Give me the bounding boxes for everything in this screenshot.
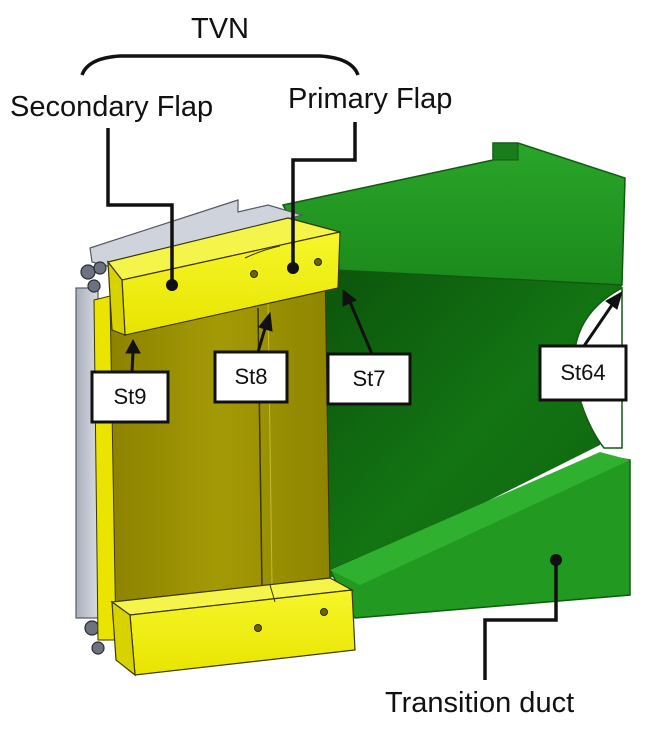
transition-duct [281, 142, 631, 619]
st64-box [538, 344, 628, 402]
st9-label: St9 [113, 384, 146, 409]
tvn-group-label: TVN [80, 13, 360, 76]
station-st64: St64 [538, 344, 628, 402]
st64-arrow-head [605, 290, 623, 310]
station-st7: St7 [326, 352, 412, 406]
secondary-flap-marker [166, 279, 178, 291]
st9-arrow-head [125, 338, 141, 354]
rail-bolt [87, 279, 101, 293]
lower-flap-end [111, 600, 136, 677]
lower-flaps [110, 577, 356, 677]
st7-box [326, 352, 412, 406]
duct-lower-top [330, 452, 630, 585]
station-arrows [125, 288, 623, 373]
flap-hole [314, 258, 322, 266]
st8-arrow-head [258, 311, 273, 332]
station-st8: St8 [213, 350, 289, 404]
flap-hole [320, 608, 328, 616]
upper-flap-end [107, 260, 126, 336]
rail-bolt [93, 261, 107, 275]
primary-flap-marker [287, 262, 299, 274]
duct-inner-surface [300, 235, 622, 585]
st64-arrow-shaft [582, 304, 614, 347]
primary-flap-leader [291, 122, 357, 268]
tvn-label: TVN [191, 13, 249, 45]
transition-duct-marker [550, 554, 562, 566]
rail-bolt [84, 620, 100, 636]
st7-label: St7 [352, 366, 385, 391]
secondary-flap-label: Secondary Flap [10, 91, 213, 123]
flap-hole [250, 270, 258, 278]
upper-flaps [106, 217, 341, 336]
tvn-brace [80, 54, 360, 76]
st9-arrow-shaft [130, 351, 135, 373]
st9-box [90, 370, 170, 424]
cavity-seam [267, 299, 273, 586]
transition-duct-label: Transition duct [385, 687, 574, 719]
st7-arrow-shaft [348, 301, 374, 355]
st8-arrow-shaft [256, 324, 268, 353]
st8-box [213, 350, 289, 404]
flap-split-line [269, 584, 276, 603]
rail-bolt [80, 264, 96, 280]
flap-split-line [244, 245, 281, 259]
st8-label: St8 [234, 364, 267, 389]
station-st9: St9 [90, 370, 170, 424]
flap-hole [254, 624, 262, 632]
st7-arrow-head [342, 288, 357, 307]
side-rail [75, 199, 305, 655]
st64-label: St64 [560, 360, 605, 385]
rail-bolt [91, 641, 105, 655]
primary-flap-label: Primary Flap [288, 83, 452, 115]
duct-top-notch [492, 142, 519, 161]
leader-lines [106, 122, 558, 680]
secondary-flap-leader [106, 128, 174, 285]
transition-duct-leader [483, 560, 558, 680]
